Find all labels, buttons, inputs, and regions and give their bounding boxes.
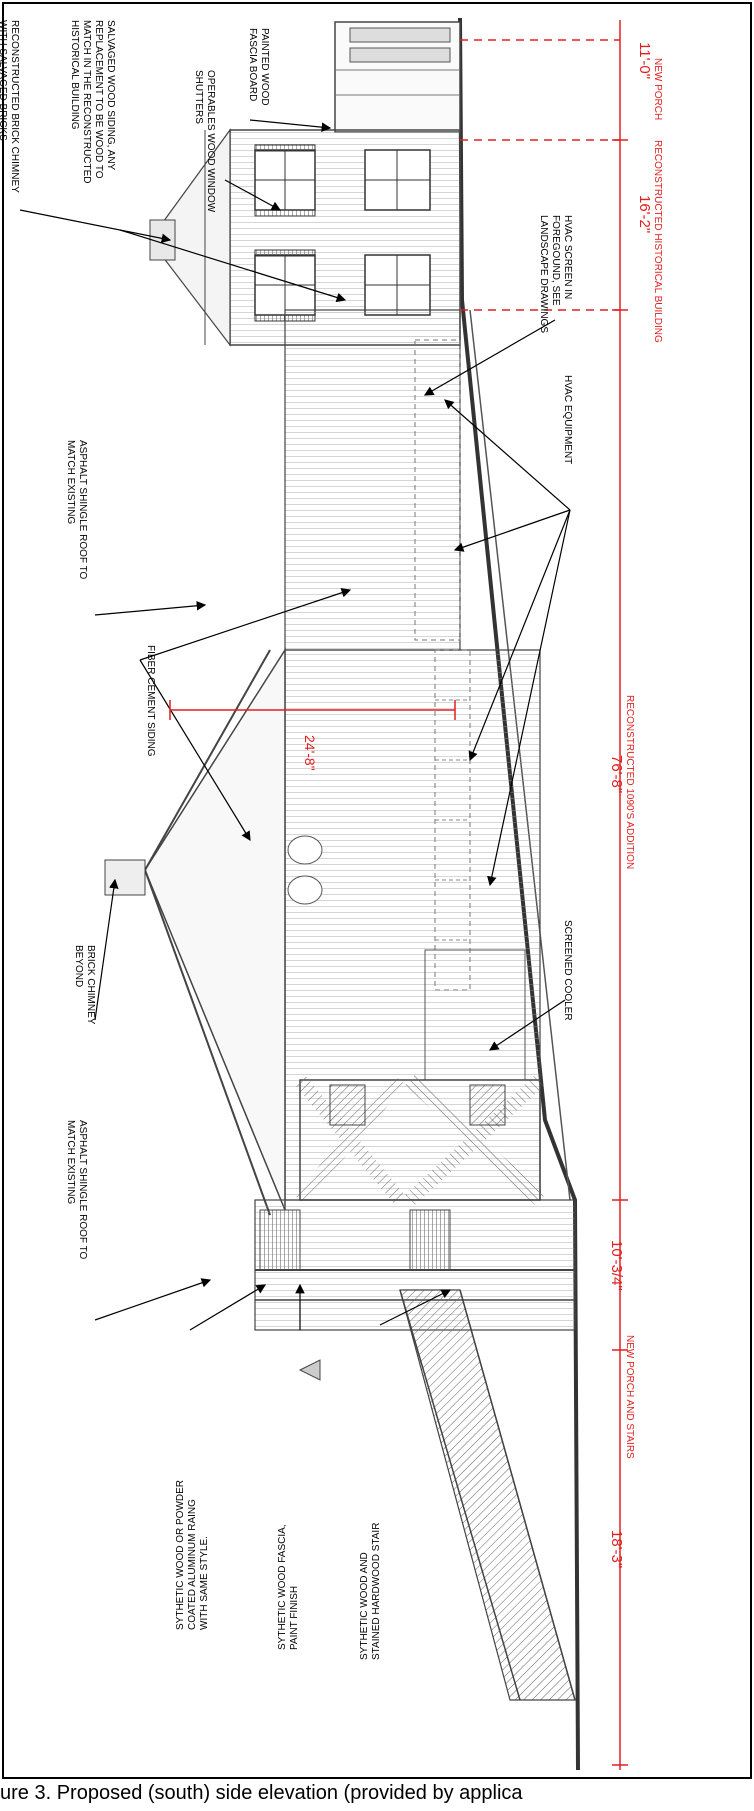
note-brick-chimney-salvaged: RECONSTRUCTED BRICK CHIMNEY WITH SALVAGE…: [0, 20, 20, 195]
note-roof-left: ASPHALT SHINGLE ROOF TO MATCH EXISTING: [65, 1120, 88, 1262]
dim-porch-stairs: 10'-3/4": [608, 1240, 625, 1291]
label-new-porch: NEW PORCH: [652, 58, 663, 120]
note-fascia-board: PAINTED WOOD FASCIA BOARD: [247, 28, 270, 108]
note-synthetic-fascia: SYTHETIC WOOD FASCIA, PAINT FINISH: [277, 1522, 300, 1650]
drawing-border: [2, 2, 752, 1779]
note-window-shutters: OPERABLES WOOD WINDOW SHUTTERS: [193, 70, 216, 215]
leader-lines: [19, 119, 571, 1331]
note-railing: SYTHETIC WOOD OR POWDER COATED ALUMINUM …: [175, 1477, 210, 1630]
note-screened-cooler: SCREENED COOLER: [562, 920, 573, 1021]
note-hvac-equipment: HVAC EQUIPMENT: [562, 375, 573, 464]
note-hvac-screen: HVAC SCREEN IN FOREGOUND, SEE LANDSCAPE …: [538, 215, 573, 333]
addition-building: [104, 309, 541, 1216]
note-stair: SYTHETIC WOOD AND STAINED HARDWOOD STAIR: [359, 1523, 382, 1660]
dim-porch-stairs-2: 18'-3": [608, 1530, 625, 1568]
dim-new-porch: 11'-0": [636, 42, 653, 79]
dim-addition: 76'-8": [608, 755, 625, 793]
new-porch: [334, 21, 461, 133]
historical-building: [149, 128, 461, 347]
label-historical: RECONSTRUCTED HISTORICAL BUILDING: [652, 140, 663, 343]
note-wood-siding: SALVAGED WOOD SIDING, ANY REPLACEMENT TO…: [69, 20, 116, 186]
label-addition: RECONSTRUCTED 1090'S ADDITION: [624, 695, 635, 869]
dimension-ticks: [460, 20, 628, 1770]
dim-historical: 16'-2": [636, 195, 653, 233]
ground-line: [458, 17, 580, 1771]
stairs: [399, 1289, 576, 1701]
note-roof-right: ASPHALT SHINGLE ROOF TO MATCH EXISTING: [65, 440, 88, 582]
height-dimension: [169, 700, 456, 720]
dim-height: 24'-8": [302, 735, 318, 771]
figure-caption: ure 3. Proposed (south) side elevation (…: [0, 1782, 523, 1804]
note-fiber-cement: FIBER CEMENT SIDING: [145, 645, 156, 757]
note-brick-chimney-beyond: BRICK CHIMNEY BEYOND: [73, 945, 96, 1027]
label-porch-stairs: NEW PORCH AND STAIRS: [624, 1335, 635, 1459]
